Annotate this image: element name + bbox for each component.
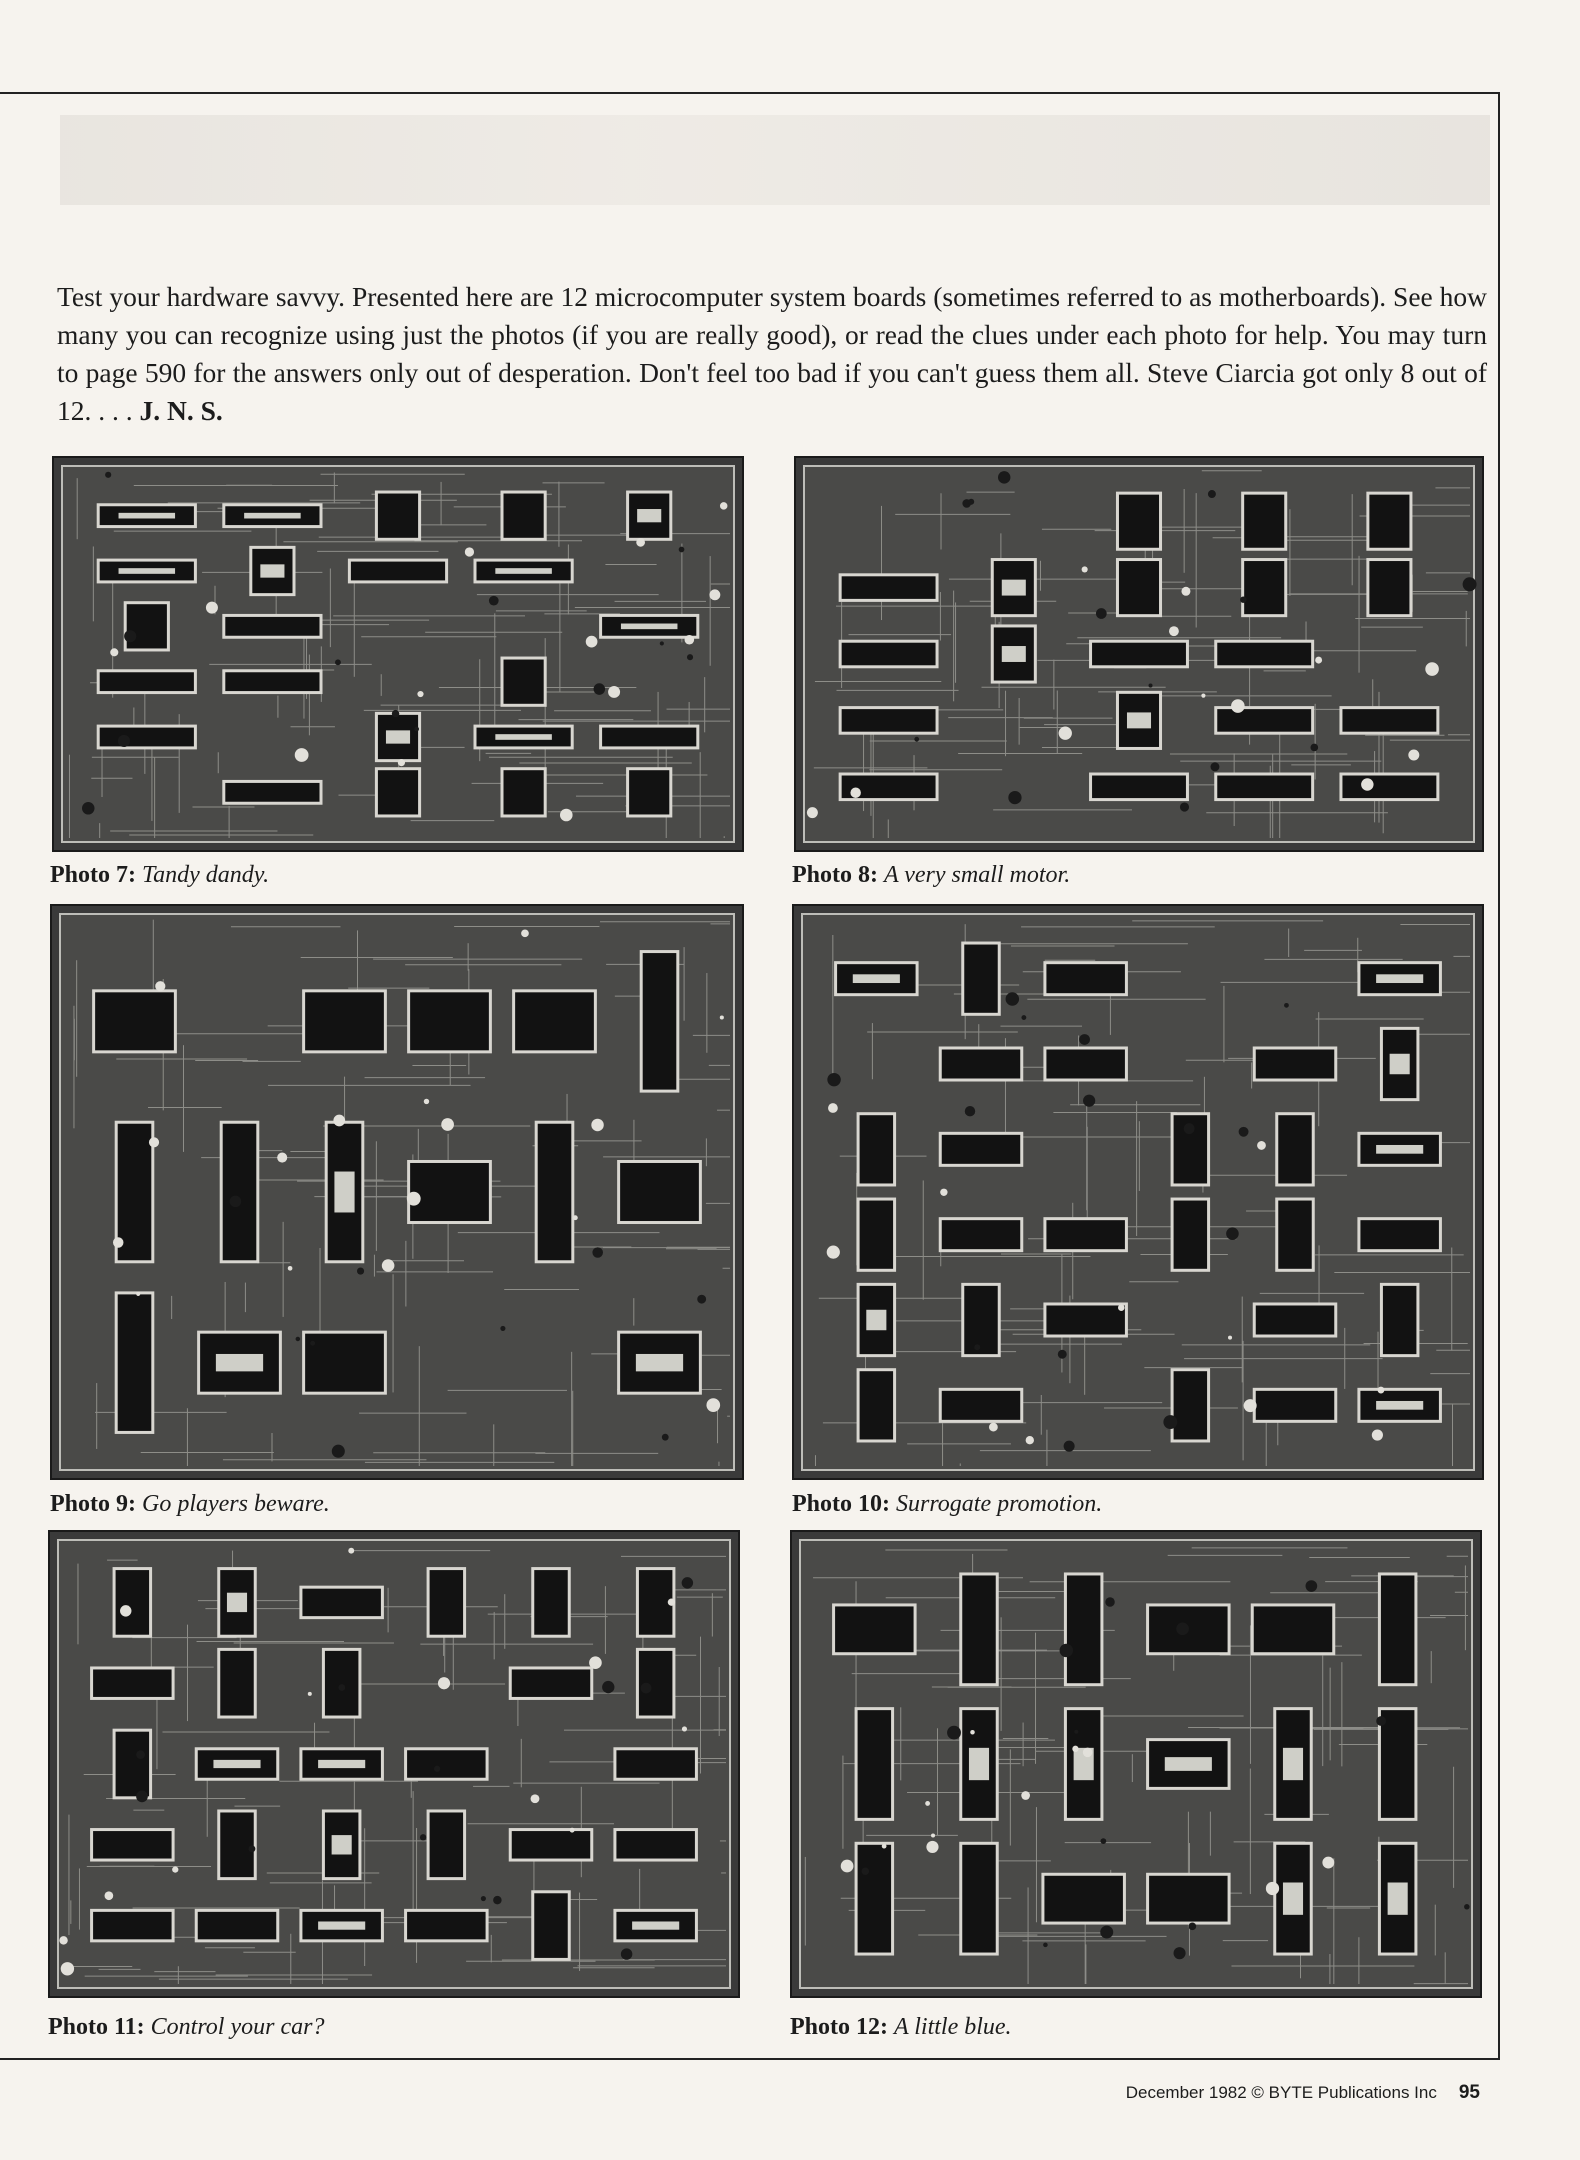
photo-11-caption: Photo 11: Control your car? xyxy=(48,2012,324,2042)
footer-credit: December 1982 © BYTE Publications Inc xyxy=(1125,2083,1437,2102)
photo-12-label: Photo 12: xyxy=(790,2014,888,2040)
photo-8-board-image xyxy=(794,456,1484,852)
page-number: 95 xyxy=(1458,2082,1480,2103)
faded-header-band xyxy=(60,115,1490,205)
photo-10-clue: Surrogate promotion. xyxy=(896,1491,1103,1517)
photo-9-board-image xyxy=(50,904,744,1480)
photo-8-caption: Photo 8: A very small motor. xyxy=(792,860,1070,890)
photo-8-clue: A very small motor. xyxy=(884,862,1071,888)
photo-11-board-image xyxy=(48,1530,740,1998)
page-frame xyxy=(0,92,1500,2060)
photo-10-caption: Photo 10: Surrogate promotion. xyxy=(792,1489,1102,1519)
photo-12-caption: Photo 12: A little blue. xyxy=(790,2012,1012,2042)
photo-8-label: Photo 8: xyxy=(792,862,878,888)
photo-7-clue: Tandy dandy. xyxy=(142,862,270,888)
photo-7-board-image xyxy=(52,456,744,852)
photo-9-label: Photo 9: xyxy=(50,1491,136,1517)
photo-12-clue: A little blue. xyxy=(894,2014,1012,2040)
photo-9-caption: Photo 9: Go players beware. xyxy=(50,1489,330,1519)
photo-11-label: Photo 11: xyxy=(48,2014,145,2040)
page-footer: December 1982 © BYTE Publications Inc 95 xyxy=(1000,2082,1480,2104)
author-initials: J. N. S. xyxy=(139,395,223,426)
photo-11-clue: Control your car? xyxy=(150,2014,325,2040)
photo-12-board-image xyxy=(790,1530,1482,1998)
photo-7-caption: Photo 7: Tandy dandy. xyxy=(50,860,269,890)
photo-7-label: Photo 7: xyxy=(50,862,136,888)
photo-10-label: Photo 10: xyxy=(792,1491,890,1517)
intro-paragraph: Test your hardware savvy. Presented here… xyxy=(57,278,1487,430)
photo-10-board-image xyxy=(792,904,1484,1480)
intro-text: Test your hardware savvy. Presented here… xyxy=(57,281,1487,426)
photo-9-clue: Go players beware. xyxy=(142,1491,330,1517)
